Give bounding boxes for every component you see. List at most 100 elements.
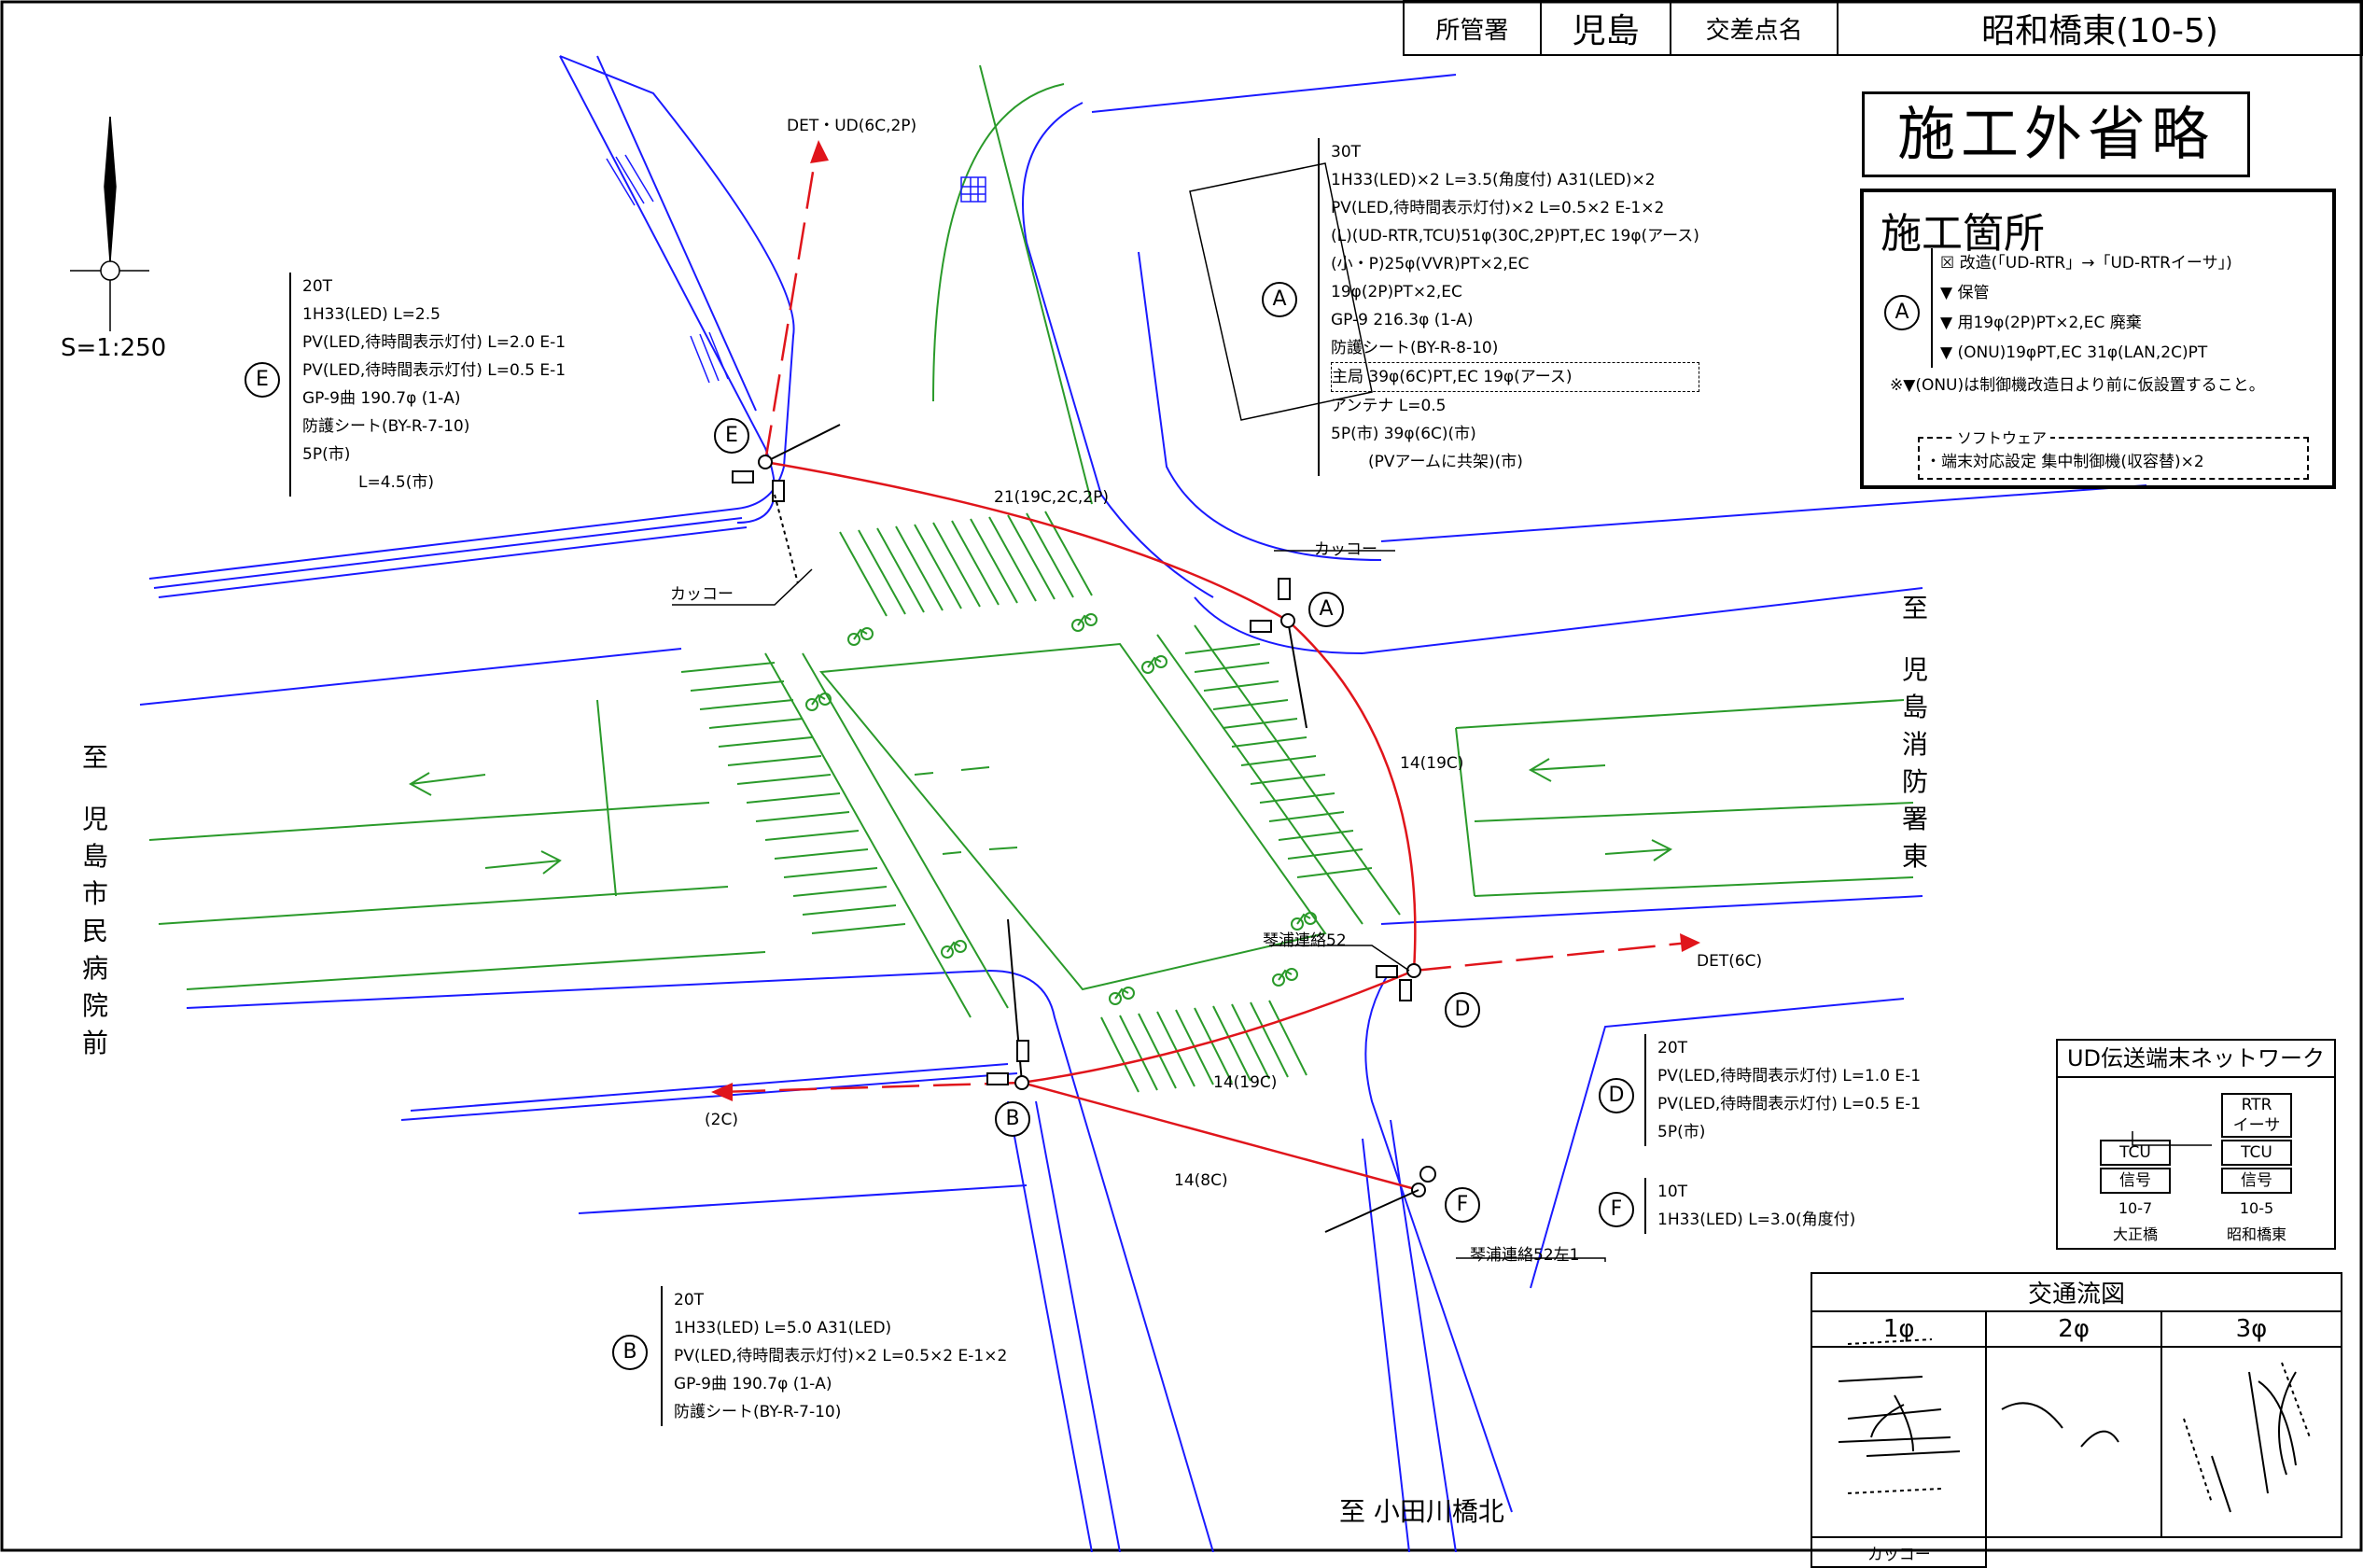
ud-rtr-ether: イーサ bbox=[2232, 1116, 2281, 1135]
dir-w-3: 市 bbox=[81, 878, 108, 909]
annotation-B-line-3: PV(LED,待時間表示灯付)×2 L=0.5×2 E-1×2 bbox=[674, 1347, 1008, 1365]
dir-w-7: 前 bbox=[81, 1028, 108, 1058]
software-label: ソフトウェア bbox=[1953, 426, 2051, 448]
annotation-A-line-9: 主局 39φ(6C)PT,EC 19φ(アース) bbox=[1331, 362, 1699, 392]
work-location-box: 施工箇所 A ☒ 改造(「UD-RTR」→「UD-RTRイーサ」) ▼ 保管 ▼… bbox=[1860, 189, 2336, 489]
work-discard: 廃棄 bbox=[2109, 314, 2142, 332]
work-item-3: 用19φ(2P)PT×2,EC bbox=[1957, 314, 2105, 332]
label-kakko-1: カッコー bbox=[670, 585, 734, 604]
label-cable-14-8c: 14(8C) bbox=[1174, 1171, 1228, 1190]
road-markings bbox=[148, 64, 1914, 1093]
annotation-F: 10T 1H33(LED) L=3.0(角度付) bbox=[1644, 1178, 1855, 1234]
flow-cell-3 bbox=[2160, 1346, 2343, 1538]
intersection-value: 昭和橋東(10-5) bbox=[1837, 0, 2363, 56]
label-kakko-2: カッコー bbox=[1314, 540, 1377, 559]
dir-w-6: 院 bbox=[81, 990, 108, 1021]
work-item-2: 保管 bbox=[1957, 284, 1990, 302]
dir-w-0: 至 bbox=[81, 742, 108, 773]
annotation-A-line-12: (PVアームに共架)(市) bbox=[1368, 453, 1523, 471]
annotation-A-line-4: (L)(UD-RTR,TCU)51φ(30C,2P)PT,EC 19φ(アース) bbox=[1331, 227, 1699, 245]
work-items: ☒ 改造(「UD-RTR」→「UD-RTRイーサ」) ▼ 保管 ▼ 用19φ(2… bbox=[1931, 248, 2232, 368]
label-kotoura-52: 琴浦連絡52 bbox=[1263, 931, 1347, 950]
dir-w-2: 島 bbox=[81, 841, 108, 872]
dir-n-6: 東 bbox=[1901, 841, 1928, 872]
flow-title: 交通流図 bbox=[1811, 1272, 2342, 1312]
annotation-B-marker: B bbox=[612, 1335, 648, 1370]
direction-south: 至 小田川橋北 bbox=[1339, 1496, 1504, 1527]
omit-title-text: 施工外省略 bbox=[1896, 100, 2215, 168]
ud-right-signal: 信号 bbox=[2221, 1168, 2292, 1194]
dir-w-1: 児 bbox=[81, 804, 108, 834]
dir-w-4: 民 bbox=[81, 916, 108, 946]
label-det-6c: DET(6C) bbox=[1697, 952, 1763, 971]
ud-network-box: UD伝送端末ネットワーク RTR イーサ TCU 信号 10-5 昭和橋東 TC… bbox=[2056, 1039, 2336, 1250]
pole-marker-F: F bbox=[1445, 1187, 1480, 1223]
dir-n-0: 至 bbox=[1901, 593, 1928, 623]
annotation-D: 20T PV(LED,待時間表示灯付) L=1.0 E-1 PV(LED,待時間… bbox=[1644, 1034, 1921, 1146]
dir-n-2: 島 bbox=[1901, 692, 1928, 722]
work-item-1: 改造(「UD-RTR」→「UD-RTRイーサ」) bbox=[1959, 254, 2232, 273]
work-note: ※▼(ONU)は制御機改造日より前に仮設置すること。 bbox=[1890, 376, 2265, 395]
software-box: ソフトウェア ・端末対応設定 集中制御機(収容替)×2 bbox=[1918, 426, 2309, 480]
annotation-E-line-2: 1H33(LED) L=2.5 bbox=[302, 305, 440, 324]
annotation-E-line-8: L=4.5(市) bbox=[358, 473, 435, 492]
annotation-B-line-4: GP-9曲 190.7φ (1-A) bbox=[674, 1375, 832, 1393]
bicycle-icons bbox=[805, 613, 1317, 1005]
annotation-E-line-5: GP-9曲 190.7φ (1-A) bbox=[302, 389, 461, 408]
direction-north: 至 児 島 消 防 署 東 bbox=[1899, 590, 1931, 875]
annotation-D-line-2: PV(LED,待時間表示灯付) L=1.0 E-1 bbox=[1657, 1067, 1922, 1085]
ud-left-name: 大正橋 bbox=[2112, 1225, 2158, 1243]
dir-n-3: 消 bbox=[1901, 729, 1928, 760]
annotation-B-line-5: 防護シート(BY-R-7-10) bbox=[674, 1403, 842, 1421]
work-location-title: 施工箇所 bbox=[1881, 210, 2045, 258]
annotation-E-line-3: PV(LED,待時間表示灯付) L=2.0 E-1 bbox=[302, 333, 566, 352]
pole-marker-B: B bbox=[995, 1101, 1030, 1137]
flow-phase-1: 1φ bbox=[1810, 1310, 1988, 1348]
annotation-F-line-1: 10T bbox=[1657, 1183, 1688, 1201]
label-det-ud: DET・UD(6C,2P) bbox=[787, 117, 917, 135]
annotation-A-line-3: PV(LED,待時間表示灯付)×2 L=0.5×2 E-1×2 bbox=[1331, 199, 1665, 217]
annotation-A-line-11: 5P(市) 39φ(6C)(市) bbox=[1331, 425, 1476, 443]
cable-arrowheads bbox=[711, 140, 1700, 1101]
pole-marker-E: E bbox=[714, 418, 749, 454]
dir-n-4: 防 bbox=[1901, 766, 1928, 797]
jurisdiction-label: 所管署 bbox=[1403, 0, 1542, 56]
ud-left-code: 10-7 bbox=[2118, 1199, 2153, 1217]
annotation-A: 30T 1H33(LED)×2 L=3.5(角度付) A31(LED)×2 PV… bbox=[1318, 138, 1699, 476]
annotation-D-line-3: PV(LED,待時間表示灯付) L=0.5 E-1 bbox=[1657, 1095, 1922, 1113]
omit-title: 施工外省略 bbox=[1862, 91, 2250, 177]
flow-cell-1 bbox=[1810, 1346, 1988, 1538]
annotation-E-line-7: 5P(市) bbox=[302, 445, 351, 464]
work-marker-A: A bbox=[1884, 295, 1920, 330]
annotation-B-line-1: 20T bbox=[674, 1291, 705, 1309]
annotation-A-line-8: 防護シート(BY-R-8-10) bbox=[1331, 339, 1499, 357]
label-cable-21: 21(19C,2C,2P) bbox=[994, 488, 1109, 507]
annotation-D-line-1: 20T bbox=[1657, 1039, 1688, 1057]
traffic-flow-table: 交通流図 1φ 2φ 3φ カッコー bbox=[1810, 1272, 2343, 1568]
road-edges bbox=[139, 55, 2147, 1552]
pole-marker-D: D bbox=[1445, 992, 1480, 1028]
ud-rtr-label: RTR bbox=[2241, 1096, 2272, 1114]
dir-w-5: 病 bbox=[81, 953, 108, 984]
annotation-B-line-2: 1H33(LED) L=5.0 A31(LED) bbox=[674, 1319, 892, 1337]
network-lines bbox=[2132, 1131, 2212, 1146]
ud-right-name: 昭和橋東 bbox=[2226, 1225, 2286, 1243]
label-cable-14-19c-a: 14(19C) bbox=[1400, 754, 1464, 773]
poles bbox=[732, 424, 1436, 1233]
software-item: ・端末対応設定 集中制御機(収容替)×2 bbox=[1925, 453, 2204, 471]
direction-west: 至 児 島 市 民 病 院 前 bbox=[79, 739, 111, 1062]
label-cable-14-19c-b: 14(19C) bbox=[1213, 1073, 1278, 1092]
scale-label: S=1:250 bbox=[61, 334, 167, 362]
annotation-B: 20T 1H33(LED) L=5.0 A31(LED) PV(LED,待時間表… bbox=[661, 1286, 1007, 1426]
annotation-E-marker: E bbox=[245, 362, 280, 398]
label-kotoura-52-1: 琴浦連絡52左1 bbox=[1470, 1246, 1580, 1265]
annotation-D-line-4: 5P(市) bbox=[1657, 1123, 1706, 1141]
annotation-F-line-2: 1H33(LED) L=3.0(角度付) bbox=[1657, 1211, 1856, 1229]
header-table: 所管署 児島 交差点名 昭和橋東(10-5) bbox=[1403, 0, 2363, 56]
annotation-F-marker: F bbox=[1599, 1192, 1634, 1227]
flow-cell-2 bbox=[1985, 1346, 2162, 1538]
flow-phase-2: 2φ bbox=[1985, 1310, 2162, 1348]
annotation-A-line-5: (小・P)25φ(VVR)PT×2,EC bbox=[1331, 255, 1530, 273]
north-arrow bbox=[70, 116, 149, 331]
